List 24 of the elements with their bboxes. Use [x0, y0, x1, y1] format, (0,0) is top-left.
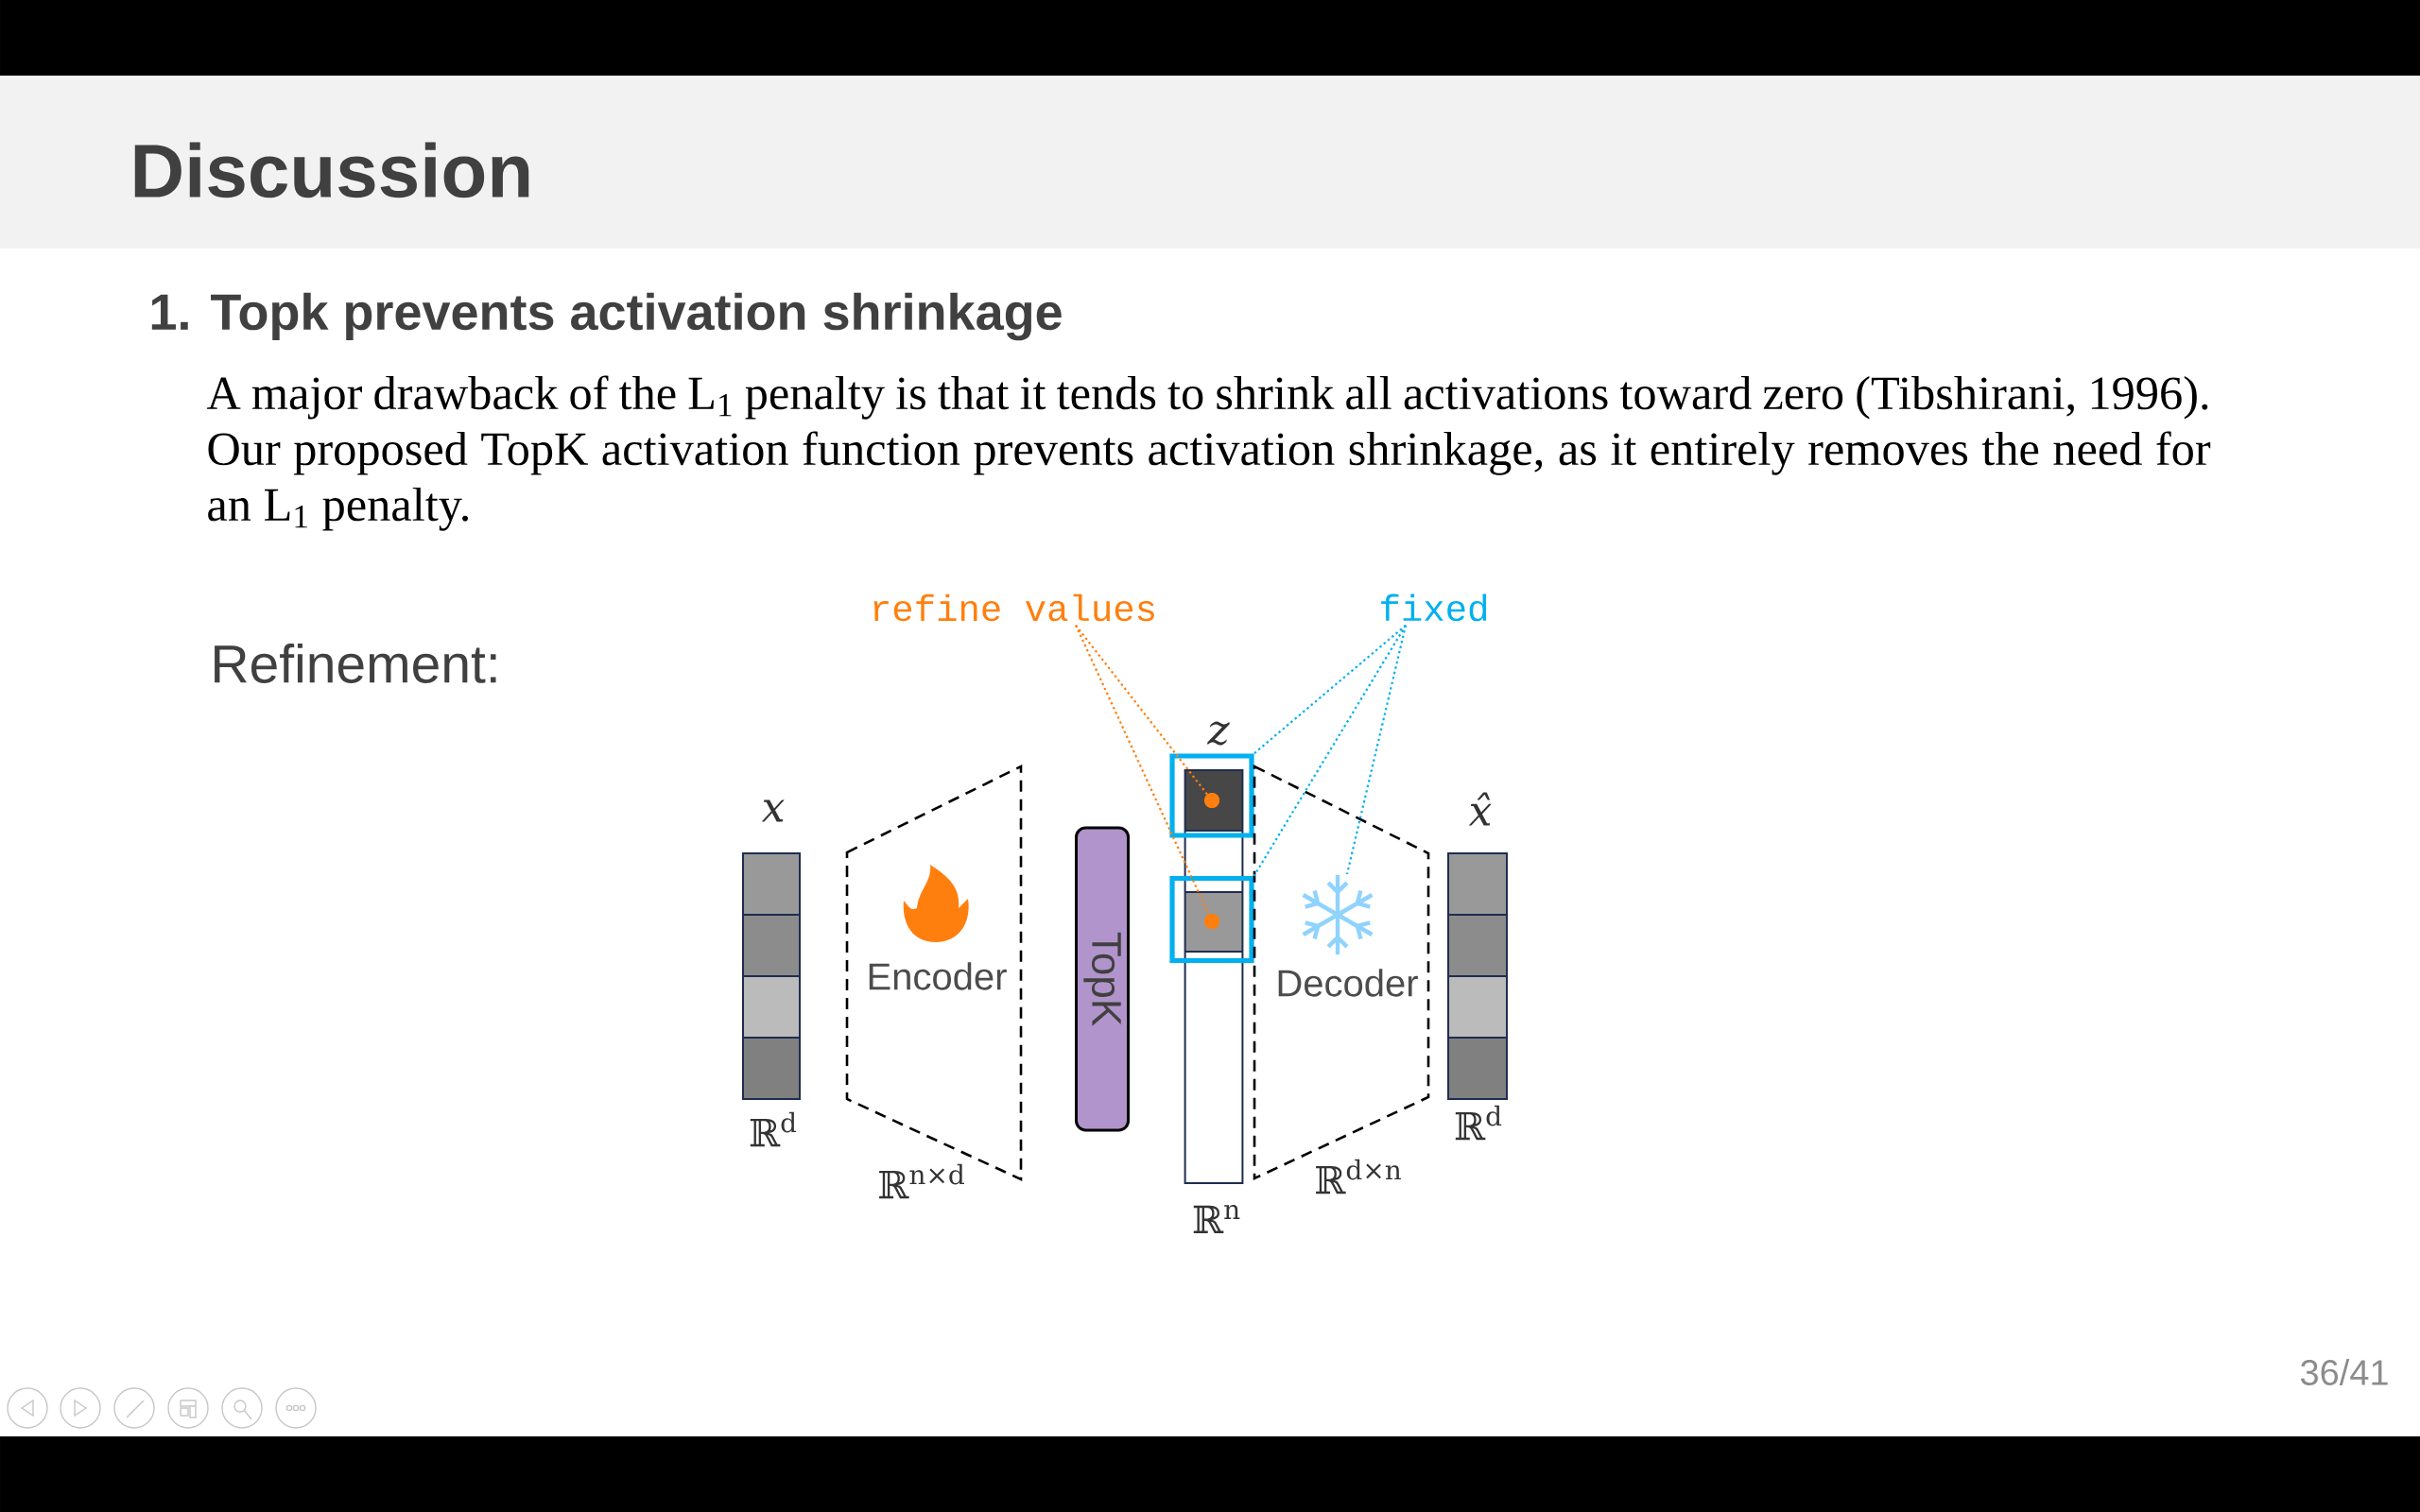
section-heading: 1. Topk prevents activation shrinkage: [151, 292, 1062, 341]
math-label: ℝ$^{d}$: [1455, 1105, 1502, 1141]
body-paragraph: A major drawback of the L$_{1}$ penalty is that it tends to shrink all activations toward zero (Tibshirani, 1996). Our proposed TopK activation function prevents activation shrinkage, as it entirely removes the need for an L$_{1}$ penalty.: [206, 375, 2211, 531]
callout-text: fixed: [1381, 593, 1487, 622]
vector-bar: [1447, 852, 1508, 1100]
diagram-title: Discussion: [134, 142, 529, 198]
leader-line: [1345, 625, 1408, 875]
topk-block: TopK: [1075, 826, 1130, 1132]
math-label: x: [761, 799, 785, 822]
callout-text: refine values: [873, 593, 1154, 622]
leader-line: [1075, 625, 1219, 929]
section-label: Refinement:: [215, 644, 496, 683]
vector-bar: [742, 852, 801, 1100]
leader-line: [1253, 625, 1407, 877]
math-label: ℝ$^{n×d}$: [879, 1163, 964, 1199]
math-label: ℝ$^{d}$: [750, 1111, 797, 1147]
vector-bar: [1184, 769, 1244, 1184]
highlight-frame: [1169, 875, 1254, 964]
math-label: z: [1207, 721, 1230, 746]
math-label: ℝ$^{n}$: [1193, 1205, 1240, 1233]
page-number: 36/41: [2300, 1359, 2388, 1385]
math-label: ℝ$^{d×n}$: [1316, 1159, 1402, 1194]
highlight-frame: [1169, 753, 1254, 838]
math-label: x̂: [1468, 792, 1492, 826]
